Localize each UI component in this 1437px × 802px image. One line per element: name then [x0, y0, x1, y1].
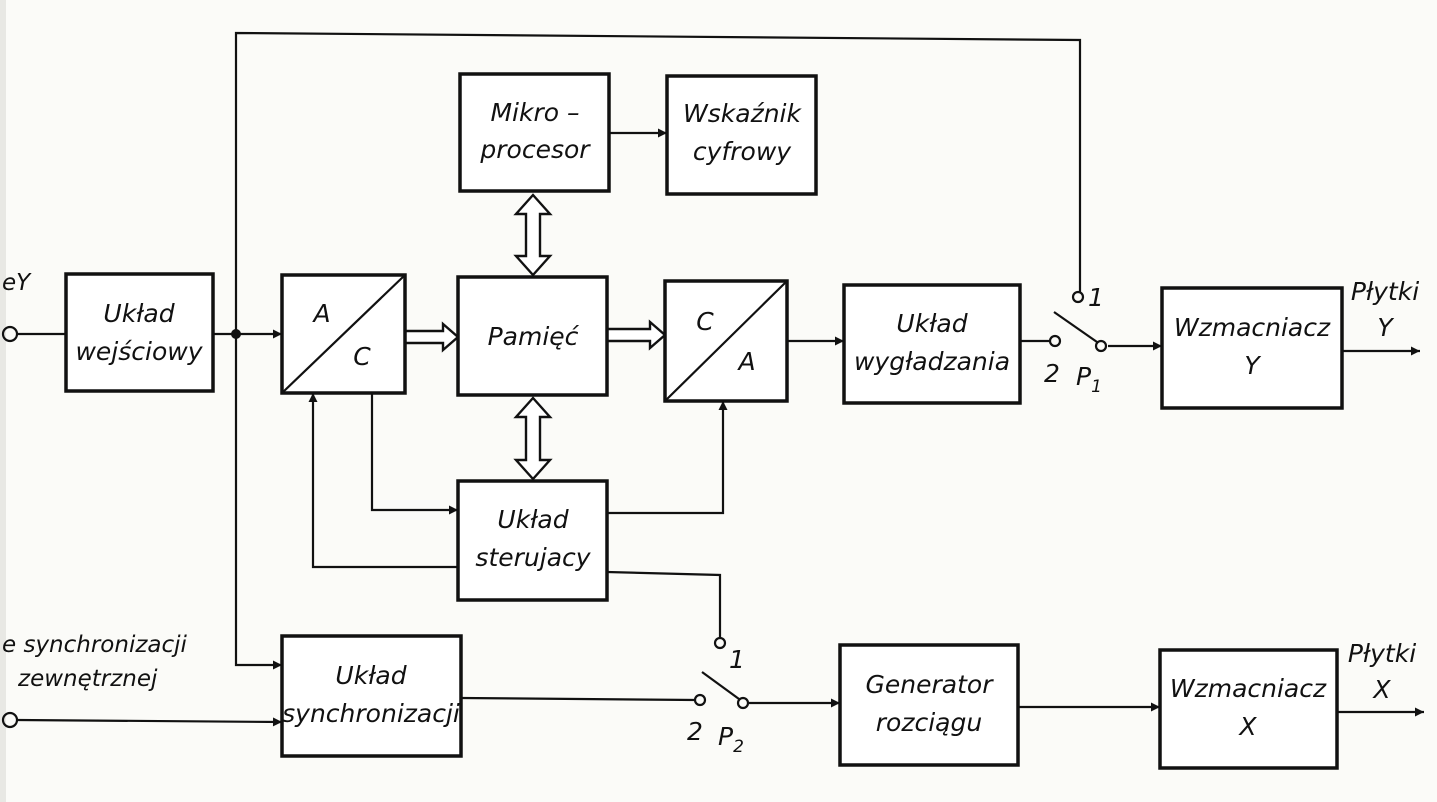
memory-label: Pamięć: [488, 322, 580, 351]
p1-pos1-label: 1: [1088, 283, 1104, 312]
bus-memory-control: [513, 396, 553, 481]
wire-control-to-adc: [308, 393, 458, 569]
sync-label-2: synchronizacji: [282, 699, 460, 728]
smoothing-label-1: Układ: [896, 309, 967, 338]
microprocessor-label-2: procesor: [479, 135, 591, 164]
plates-x-label-2: X: [1371, 675, 1391, 704]
switch-p1[interactable]: [1048, 290, 1108, 353]
p2-lever: [701, 671, 740, 700]
wire-top-bypass: [234, 31, 1082, 334]
amplifier-x-label-2: X: [1237, 712, 1257, 741]
bus-cpu-memory: [513, 193, 553, 277]
wire-control-to-dac: [607, 401, 728, 515]
sync-label-1: Układ: [335, 661, 406, 690]
p1-pos2-label: 2: [1044, 359, 1060, 388]
page-edge: [0, 0, 6, 802]
buses: [403, 193, 667, 481]
generator-label-2: rozciągu: [876, 708, 982, 737]
microprocessor-label-1: Mikro –: [490, 98, 579, 127]
block-digital-display: Wskaźnik cyfrowy: [665, 74, 818, 196]
wire-control-to-p2: [606, 570, 722, 637]
block-memory: Pamięć: [456, 275, 609, 397]
p1-name-label: P1: [1076, 362, 1102, 397]
control-label-1: Układ: [497, 505, 568, 534]
block-dac: C A: [663, 279, 789, 403]
input-y-label: eY: [2, 270, 32, 296]
p1-contact-1: [1071, 290, 1085, 304]
amplifier-x-label-1: Wzmacniacz: [1170, 674, 1327, 703]
adc-label-top: A: [311, 299, 330, 328]
digital-display-label-1: Wskaźnik: [683, 99, 802, 128]
digital-display-label-2: cyfrowy: [693, 137, 792, 166]
input-circuit-label-1: Układ: [103, 299, 174, 328]
block-smoothing-circuit: Układ wygładzania: [842, 283, 1022, 405]
wire-sync-to-p2: [460, 696, 697, 702]
amplifier-y-label-1: Wzmacniacz: [1174, 313, 1331, 342]
wire-adc-to-control: [370, 393, 458, 515]
generator-label-1: Generator: [866, 670, 995, 699]
plates-y-label-2: Y: [1377, 313, 1394, 342]
wire-ext-to-sync: [16, 717, 283, 727]
block-adc: A C: [280, 273, 407, 395]
p2-pivot: [736, 696, 750, 710]
plates-y-label-1: Płytki: [1351, 277, 1419, 306]
adc-diagonal: [281, 274, 406, 394]
dac-label-bottom: A: [736, 347, 755, 376]
adc-label-bottom: C: [353, 342, 371, 371]
external-sync-label-2: zewnętrznej: [17, 666, 158, 692]
dac-diagonal: [664, 280, 788, 402]
p1-pivot: [1094, 339, 1108, 353]
wire-to-sync: [234, 334, 282, 670]
block-sweep-generator: Generator rozciągu: [838, 643, 1020, 767]
block-control-circuit: Układ sterujacy: [456, 479, 609, 602]
p2-name-label: P2: [718, 722, 744, 757]
p2-pos2-label: 2: [687, 717, 703, 746]
input-circuit-label-2: wejściowy: [75, 337, 203, 366]
block-input-circuit: Układ wejściowy: [64, 272, 215, 393]
p1-contact-2: [1048, 334, 1062, 348]
p2-contact-1: [713, 636, 727, 650]
p2-contact-2: [693, 693, 707, 707]
control-label-2: sterujacy: [475, 543, 591, 572]
block-amplifier-x: Wzmacniacz X: [1158, 648, 1339, 770]
smoothing-label-2: wygładzania: [854, 347, 1010, 376]
p1-lever: [1053, 311, 1098, 343]
bus-memory-to-dac: [605, 319, 667, 351]
block-sync-circuit: Układ synchronizacji: [280, 634, 463, 758]
connections: [1, 31, 1424, 729]
amplifier-y-label-2: Y: [1244, 351, 1261, 380]
p2-pos1-label: 1: [729, 645, 745, 674]
switch-p2[interactable]: [693, 636, 750, 710]
bus-adc-to-memory: [403, 321, 460, 353]
external-sync-label-1: e synchronizacji: [2, 632, 188, 658]
plates-x-label-1: Płytki: [1348, 639, 1416, 668]
block-microprocessor: Mikro – procesor: [458, 72, 611, 193]
block-amplifier-y: Wzmacniacz Y: [1160, 286, 1344, 410]
dac-label-top: C: [696, 307, 714, 336]
